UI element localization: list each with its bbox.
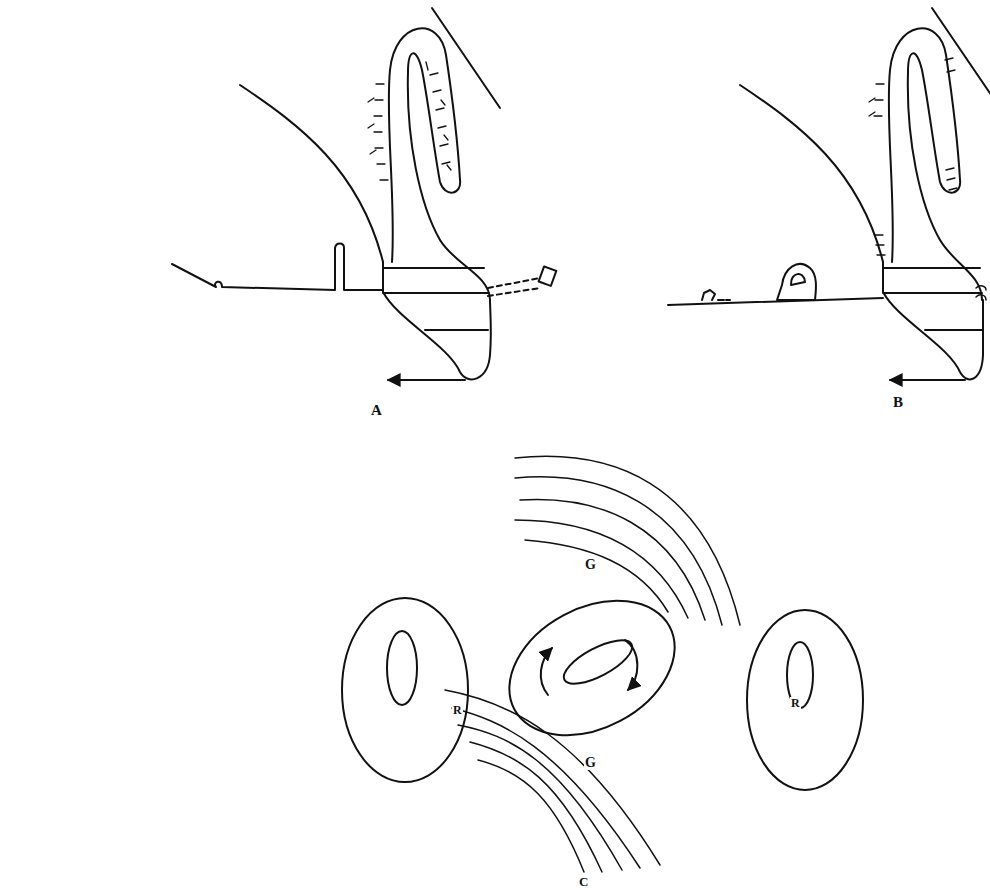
panel-letter: B <box>892 395 904 410</box>
region-label: R <box>452 704 463 716</box>
region-label: G <box>584 558 597 572</box>
panel-b-drawing <box>668 8 990 380</box>
region-label: R <box>790 697 801 709</box>
panel-c-drawing <box>342 456 863 872</box>
panel-letter: C <box>578 875 589 888</box>
panel-letter: A <box>370 403 383 418</box>
panel-a-drawing <box>172 8 556 380</box>
region-label: G <box>584 756 597 770</box>
